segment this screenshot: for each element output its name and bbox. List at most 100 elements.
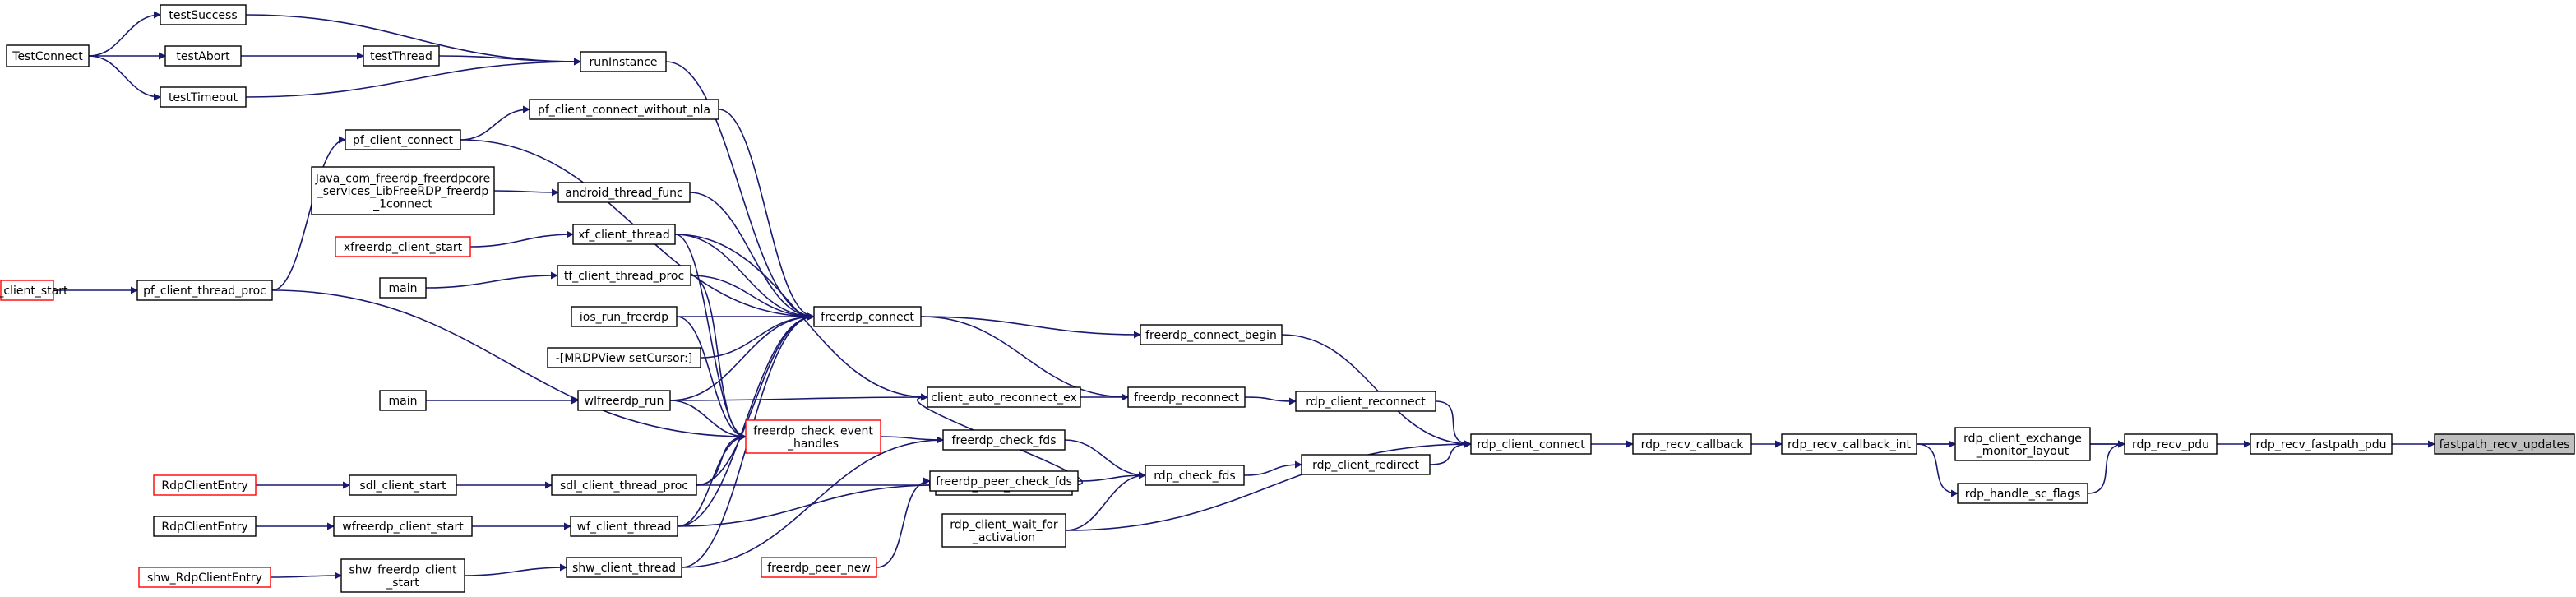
- node-testconnect[interactable]: TestConnect: [6, 44, 90, 67]
- edge-freerdp-connect-to-tf-client-thread-proc: [690, 275, 815, 321]
- node-pf-client-connect[interactable]: pf_client_connect: [345, 129, 461, 150]
- node-runinstance[interactable]: runInstance: [580, 51, 667, 72]
- node-box: [761, 557, 877, 578]
- node-rdpcliententry2[interactable]: RdpClientEntry: [153, 516, 257, 537]
- edge: [669, 400, 747, 441]
- node-testthread[interactable]: testThread: [363, 45, 440, 67]
- node-label: wfreerdp_client_start: [342, 521, 464, 534]
- node-wfreerdp-client-start[interactable]: wfreerdp_client_start: [333, 516, 473, 537]
- node-xfreerdp-client-start[interactable]: xfreerdp_client_start: [335, 236, 471, 257]
- node-label: rdp_check_fds: [1154, 470, 1235, 483]
- node-sdl-client-thread-proc[interactable]: sdl_client_thread_proc: [551, 474, 697, 496]
- node-box: [577, 390, 671, 411]
- node-pf-client-start[interactable]: pf_client_start: [0, 280, 68, 301]
- node-testsuccess[interactable]: testSuccess: [160, 4, 247, 25]
- node-freerdp-check-event-handles[interactable]: freerdp_check_event_handles: [745, 419, 881, 454]
- node-freerdp-connect[interactable]: freerdp_connect: [813, 306, 922, 327]
- node-wlfreerdp-run[interactable]: wlfreerdp_run: [577, 390, 671, 411]
- node-shw-client-thread[interactable]: shw_client_thread: [566, 557, 682, 578]
- edge-rdp-check-fds-to-freerdp-peer-check-fds: [1077, 471, 1146, 482]
- node-rdp-check-fds[interactable]: rdp_check_fds: [1145, 465, 1245, 486]
- node-box: [572, 224, 676, 245]
- edge: [271, 289, 747, 441]
- edge: [1429, 440, 1472, 465]
- edge-freerdp-check-event-handles-to-pf-client-thread-proc: [271, 289, 747, 441]
- node-rdp-recv-pdu[interactable]: rdp_recv_pdu: [2124, 433, 2218, 455]
- node-label: wlfreerdp_run: [585, 395, 664, 408]
- edge-freerdp-check-event-handles-to-ios-run-freerdp: [676, 316, 747, 441]
- node-tf-client-thread-proc[interactable]: tf_client_thread_proc: [557, 265, 691, 286]
- node-java-connect[interactable]: Java_com_freerdp_freerdpcore_services_Li…: [311, 166, 495, 215]
- edge: [689, 192, 815, 321]
- edge: [1916, 443, 1959, 498]
- node-label: freerdp_connect_begin: [1145, 329, 1277, 342]
- node-freerdp-peer-check-fds[interactable]: freerdp_peer_check_fds: [929, 470, 1079, 492]
- edge: [270, 572, 342, 580]
- node-client-auto-reconnect-ex[interactable]: client_auto_reconnect_ex: [927, 386, 1081, 408]
- edge-runinstance-to-testthread: [438, 55, 581, 66]
- node-box: [1301, 454, 1431, 475]
- node-shw-freerdp-client-start[interactable]: shw_freerdp_client_start: [340, 558, 465, 593]
- node-pf-client-connect-without-nla[interactable]: pf_client_connect_without_nla: [529, 99, 719, 120]
- node-rdp-handle-sc-flags[interactable]: rdp_handle_sc_flags: [1957, 483, 2088, 504]
- edge-client-auto-reconnect-ex-to-wlfreerdp-run: [669, 393, 928, 401]
- edge: [1435, 400, 1472, 448]
- node-label: freerdp_check_event: [753, 424, 873, 437]
- node-label: shw_RdpClientEntry: [147, 572, 262, 585]
- node-rdpcliententry1[interactable]: RdpClientEntry: [153, 474, 257, 496]
- edge: [88, 55, 161, 101]
- node-main2[interactable]: main: [379, 390, 427, 411]
- edge: [271, 136, 346, 291]
- node-label: pf_client_connect: [353, 134, 454, 147]
- edge: [690, 275, 815, 321]
- edge: [920, 316, 1141, 339]
- edge-rdp-handle-sc-flags-to-rdp-recv-callback-int: [1916, 443, 1959, 498]
- edge: [669, 312, 815, 401]
- node-label: Java_com_freerdp_freerdpcore: [315, 173, 491, 186]
- node-ios-run-freerdp[interactable]: ios_run_freerdp: [571, 306, 678, 327]
- edge: [876, 477, 931, 568]
- node-label: rdp_client_exchange: [1963, 432, 2082, 445]
- node-box: [580, 51, 667, 72]
- node-rdp-recv-callback[interactable]: rdp_recv_callback: [1632, 433, 1752, 455]
- node-rdp-client-wait-for-activation[interactable]: rdp_client_wait_for_activation: [941, 513, 1066, 548]
- node-shw-rdpcliententry[interactable]: shw_RdpClientEntry: [138, 567, 271, 588]
- edge: [425, 271, 558, 289]
- node-label: RdpClientEntry: [161, 521, 247, 534]
- node-pf-client-thread-proc[interactable]: pf_client_thread_proc: [136, 280, 273, 301]
- node-freerdp-peer-new[interactable]: freerdp_peer_new: [761, 557, 877, 578]
- node-android-thread-func[interactable]: android_thread_func: [557, 182, 691, 203]
- edge: [665, 61, 815, 321]
- node-freerdp-reconnect[interactable]: freerdp_reconnect: [1127, 386, 1246, 408]
- node-testtimeout[interactable]: testTimeout: [160, 86, 247, 108]
- node-label: freerdp_peer_new: [767, 562, 871, 575]
- node-label: testTimeout: [169, 91, 238, 104]
- node-box: [1295, 391, 1436, 412]
- node-sdl-client-start[interactable]: sdl_client_start: [349, 474, 457, 496]
- node-main1[interactable]: main: [379, 277, 427, 298]
- edge: [245, 58, 581, 98]
- node-testabort[interactable]: testAbort: [164, 45, 242, 67]
- node-box: [153, 516, 257, 537]
- node-fastpath-recv-updates[interactable]: fastpath_recv_updates: [2434, 433, 2575, 455]
- node-rdp-client-exchange-monitor-layout[interactable]: rdp_client_exchange_monitor_layout: [1954, 427, 2091, 461]
- node-rdp-client-redirect[interactable]: rdp_client_redirect: [1301, 454, 1431, 475]
- node-freerdp-check-fds[interactable]: freerdp_check_fds: [942, 429, 1066, 451]
- node-xf-client-thread[interactable]: xf_client_thread: [572, 224, 676, 245]
- node-rdp-client-reconnect[interactable]: rdp_client_reconnect: [1295, 391, 1436, 412]
- node-freerdp-connect-begin[interactable]: freerdp_connect_begin: [1140, 324, 1283, 345]
- node-wf-client-thread[interactable]: wf_client_thread: [570, 516, 678, 537]
- node-mrdpview[interactable]: -[MRDPView setCursor:]: [547, 347, 701, 368]
- edge: [1077, 471, 1146, 482]
- edge-freerdp-connect-to-android-thread-func: [689, 192, 815, 321]
- node-label: testSuccess: [169, 9, 237, 22]
- node-label: shw_client_thread: [572, 562, 676, 575]
- node-rdp-client-connect[interactable]: rdp_client_connect: [1470, 433, 1592, 455]
- node-label: _activation: [972, 531, 1035, 544]
- edge: [1065, 440, 1472, 531]
- node-label: rdp_recv_callback_int: [1787, 438, 1911, 451]
- edge: [690, 275, 747, 441]
- node-rdp-recv-fastpath-pdu[interactable]: rdp_recv_fastpath_pdu: [2250, 433, 2393, 455]
- edge-xf-client-thread-to-xfreerdp-client-start: [469, 230, 574, 248]
- node-rdp-recv-callback-int[interactable]: rdp_recv_callback_int: [1781, 433, 1917, 455]
